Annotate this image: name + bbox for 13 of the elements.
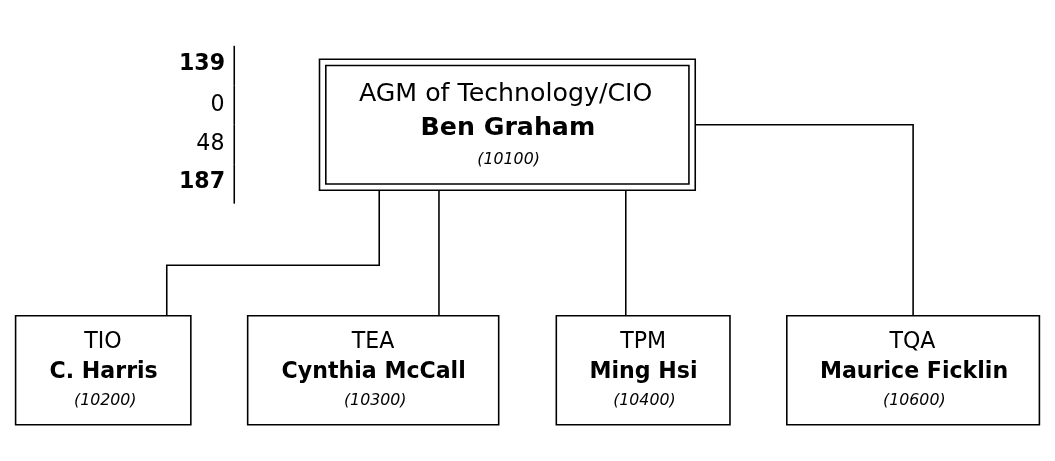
label: 187 xyxy=(178,167,226,194)
connector xyxy=(625,189,627,317)
label: 0 xyxy=(210,89,225,116)
connector xyxy=(694,123,914,317)
node-box: TEA Cynthia McCall (10300) xyxy=(246,314,500,426)
node-box: TIO C. Harris (10200) xyxy=(14,314,192,426)
node-box: AGM of Technology/CIO Ben Graham (10100) xyxy=(318,58,697,192)
label: 139 xyxy=(178,48,226,75)
connector xyxy=(165,189,380,317)
node-box: TQA Maurice Ficklin (10600) xyxy=(786,314,1041,426)
node-box: TPM Ming Hsi (10400) xyxy=(555,314,731,426)
connector xyxy=(438,189,440,317)
label: 48 xyxy=(196,129,225,156)
